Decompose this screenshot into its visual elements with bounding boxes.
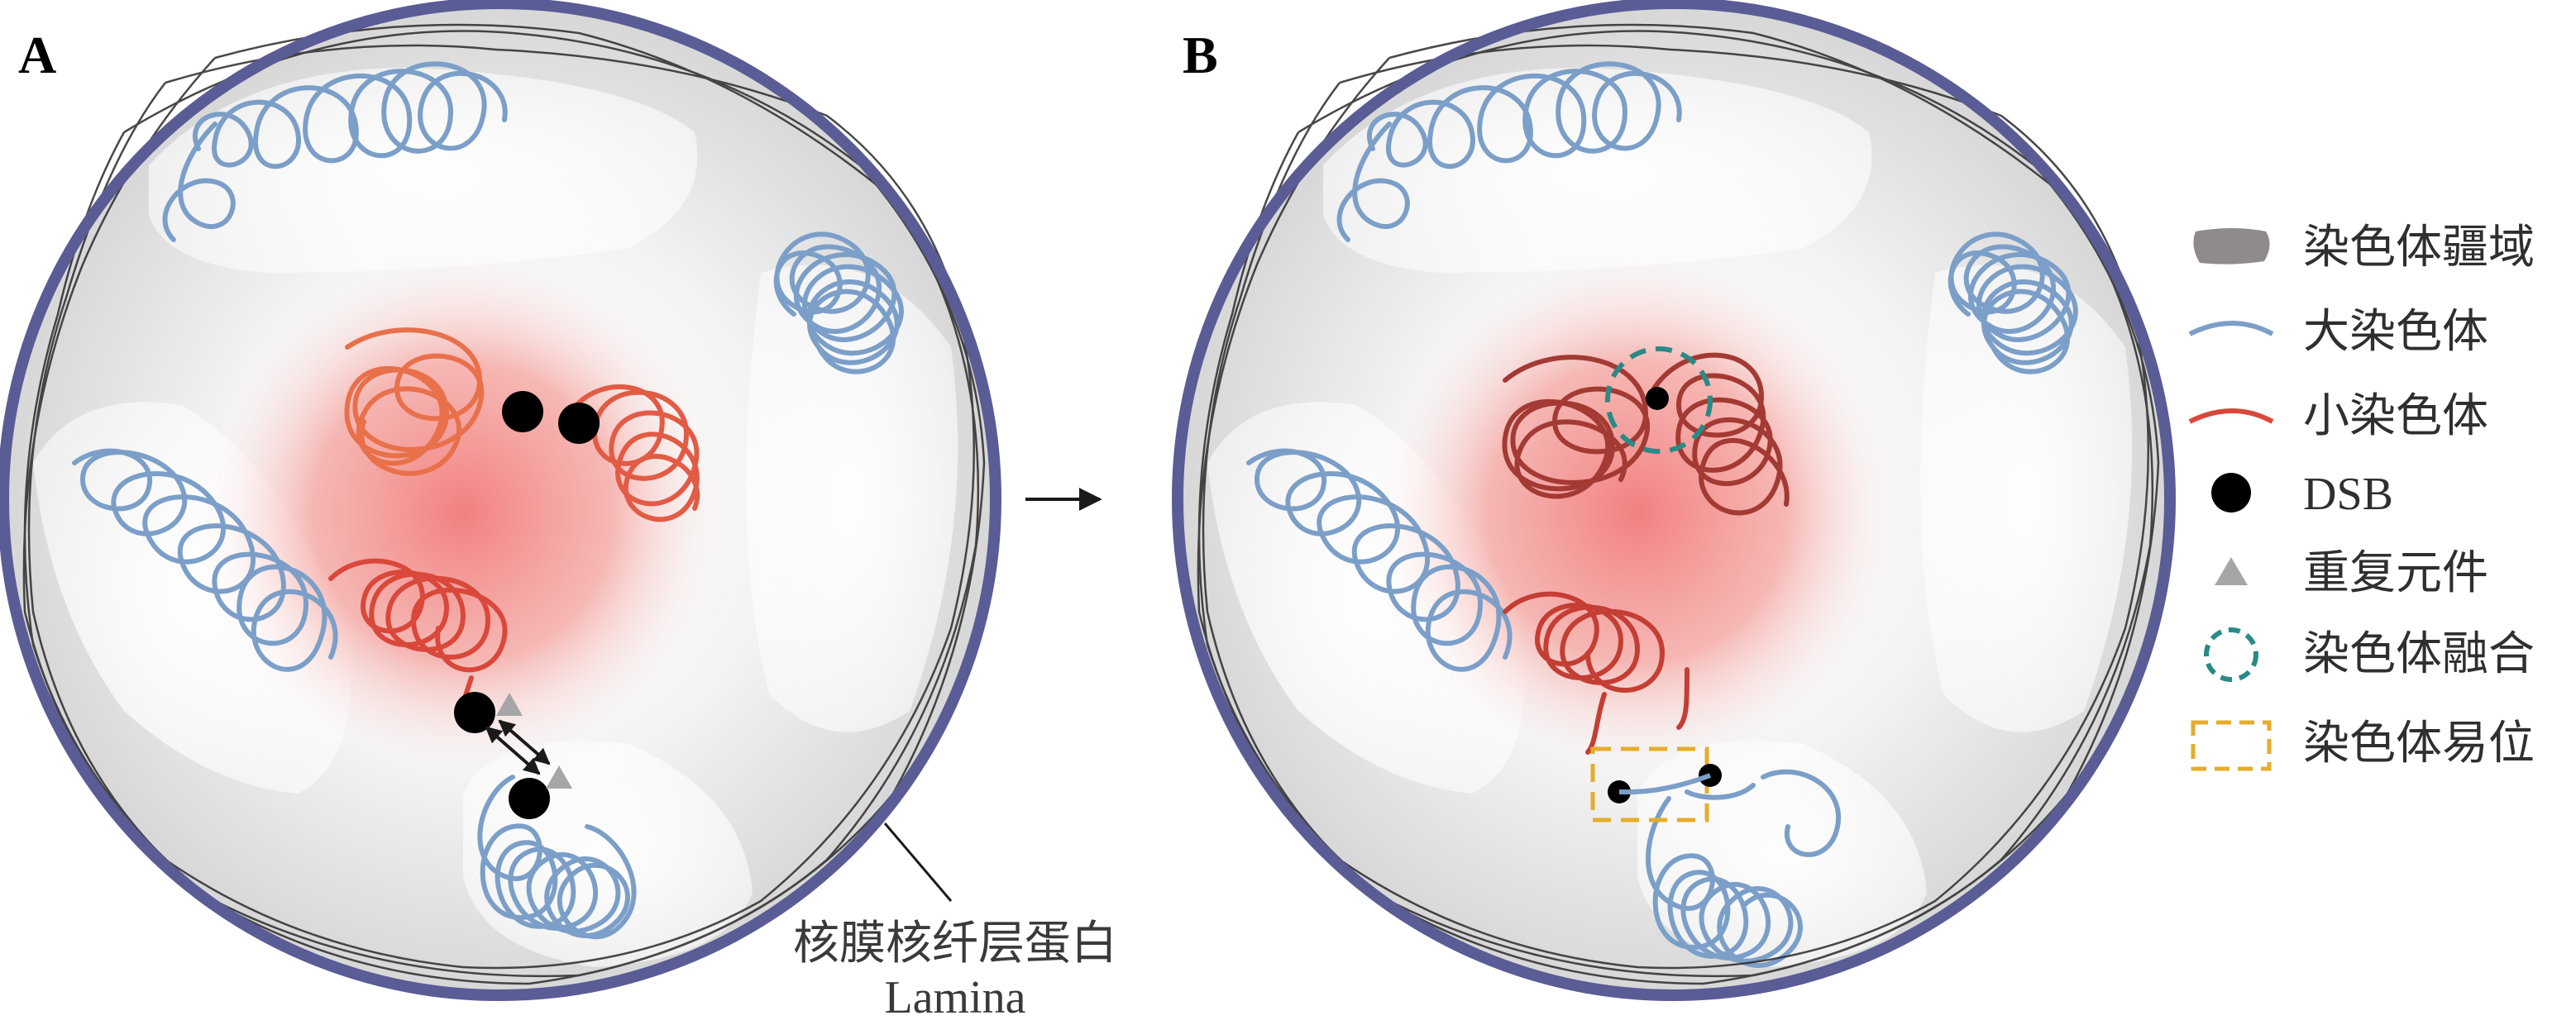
small-chromosome (568, 384, 700, 522)
large-chromosome (72, 448, 338, 672)
lamina-label-cn: 核膜核纤层蛋白 (793, 918, 1117, 970)
panel-b-label: B (1183, 26, 1218, 84)
panel-a: A (0, 0, 1117, 1023)
large-chromosome (1336, 61, 1682, 242)
legend-label: 大染色体 (2303, 307, 2488, 358)
large-chromosomes-a (72, 61, 904, 939)
fusion-marker (1605, 346, 1713, 454)
large-chromosome (1246, 448, 1513, 672)
legend-item-territory: 染色体疆域 (2193, 222, 2535, 274)
nuclear-envelope (0, 0, 1001, 1001)
chromosome-territory (149, 67, 698, 273)
legend-item-small-chromosome: 小染色体 (2188, 391, 2488, 442)
legend-item-large-chromosome: 大染色体 (2188, 307, 2488, 358)
legend-label: 染色体易位 (2303, 718, 2535, 770)
small-chromosome (1651, 352, 1790, 516)
large-chromosome (1948, 231, 2078, 374)
events-b (1590, 346, 1722, 822)
translocation-dashed-box-icon (2191, 720, 2272, 771)
lamina-fibers-a (22, 23, 986, 985)
legend-label: DSB (2303, 469, 2393, 520)
nucleus-a (0, 0, 1001, 1001)
legend-label: 染色体融合 (2303, 629, 2535, 680)
legend: 染色体疆域 大染色体 小染色体 DSB 重复元件 染色体融合 染色体易位 (2188, 222, 2535, 771)
panel-a-label: A (18, 26, 56, 84)
dsb-dot (509, 778, 550, 819)
large-chromosomes-b (1246, 61, 2078, 968)
fusion-dashed-circle-icon (2204, 627, 2258, 682)
dsb-dot (454, 692, 495, 733)
large-chromosome (773, 231, 904, 374)
small-chromosome-zone (190, 240, 736, 785)
legend-label: 重复元件 (2303, 548, 2488, 599)
legend-label: 小染色体 (2303, 391, 2488, 442)
small-chromosome (1503, 591, 1689, 755)
panel-b: B (1172, 0, 2176, 1001)
small-chromosome-line-icon (2188, 408, 2274, 424)
small-chromosome (344, 327, 485, 476)
small-chromosome-zone (1364, 240, 1910, 785)
repeat-element-triangle-icon (2215, 557, 2248, 585)
lamina-leader-line (883, 822, 953, 902)
dsb-dot (1646, 387, 1669, 410)
repeat-element (496, 693, 523, 716)
large-chromosome (1646, 769, 1842, 968)
nucleus-b (1172, 0, 2176, 1001)
dsb-dot (502, 391, 543, 432)
legend-label: 染色体疆域 (2303, 222, 2535, 274)
chromosome-territory (746, 265, 958, 732)
large-chromosome (162, 61, 508, 242)
lamina-fibers-b (1197, 23, 2160, 985)
repeat-element (546, 765, 572, 789)
translocation-junction (1618, 773, 1712, 795)
legend-item-fusion: 染色体融合 (2204, 627, 2535, 682)
small-chromosomes-b (1502, 352, 1790, 755)
dsb-dot (558, 403, 600, 444)
chromosome-territory (1323, 67, 1872, 273)
large-chromosome (477, 775, 637, 939)
dsb-dot-icon (2211, 473, 2251, 512)
small-chromosome (1502, 355, 1651, 499)
legend-item-dsb: DSB (2211, 469, 2393, 520)
chromosome-territory (1920, 265, 2133, 732)
legend-item-repeat: 重复元件 (2215, 548, 2488, 599)
large-chromosome-line-icon (2188, 321, 2274, 336)
interaction-arrow (498, 719, 551, 765)
nuclear-envelope (1172, 0, 2176, 1001)
chromosome-territory-icon (2193, 228, 2270, 265)
lamina-label-en: Lamina (884, 972, 1025, 1023)
legend-item-translocation: 染色体易位 (2191, 718, 2535, 771)
dsb-markers-a (454, 391, 600, 819)
